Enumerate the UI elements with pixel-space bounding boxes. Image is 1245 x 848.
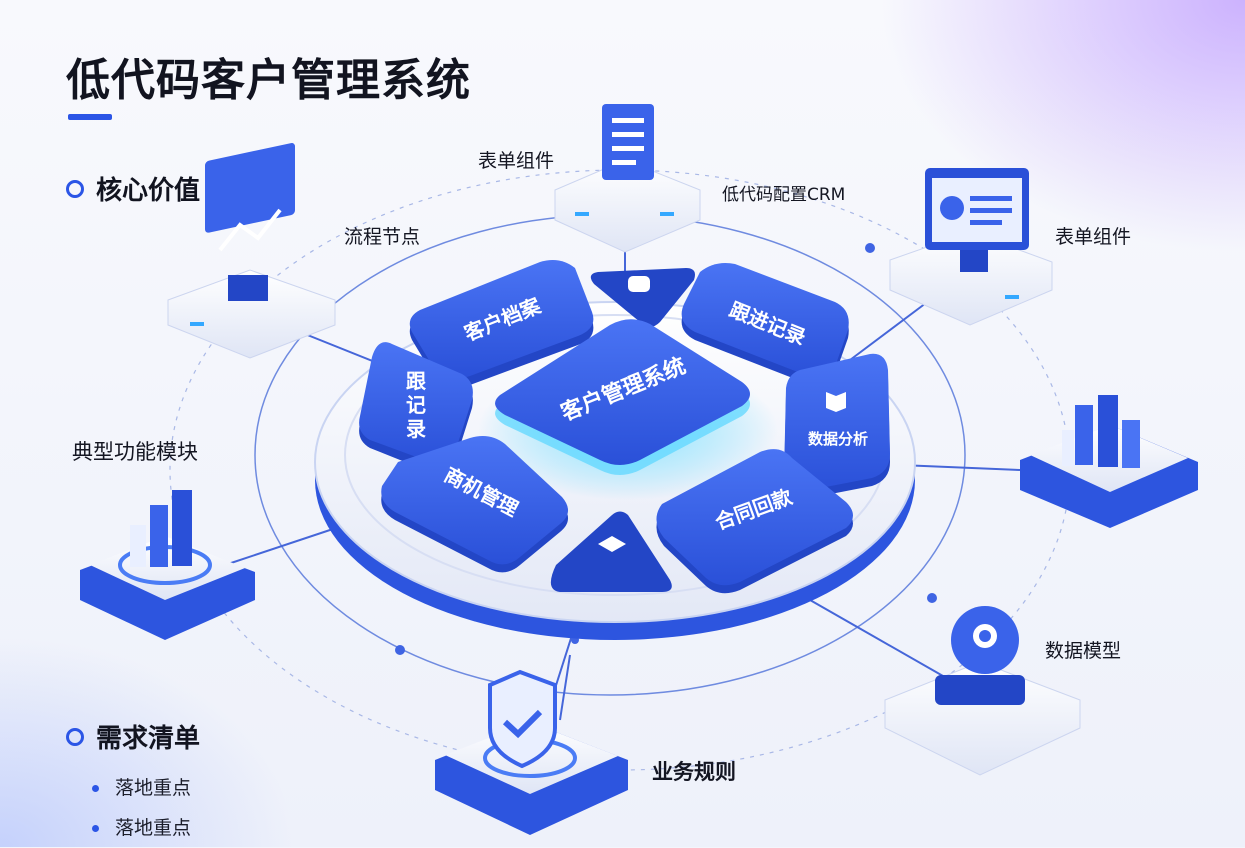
layers-icon xyxy=(598,536,626,552)
satellite-form-top[interactable] xyxy=(554,104,701,253)
cylinder-icon xyxy=(628,276,650,292)
monitor-chart-icon xyxy=(205,143,295,233)
section-core-value: 核心价值 xyxy=(66,170,200,207)
satellite-modules[interactable] xyxy=(80,490,255,640)
tile-opportunity[interactable]: 商机管理 xyxy=(381,436,569,573)
label-flow-node: 流程节点 xyxy=(344,226,421,248)
shield-check-icon xyxy=(488,669,557,769)
label-form-component-top: 表单组件 xyxy=(478,150,555,172)
list-item: 落地重点 xyxy=(92,768,191,808)
label-typical-modules: 典型功能模块 xyxy=(72,440,198,464)
tile-top-arrow xyxy=(590,268,695,327)
dot-bullet-icon xyxy=(92,784,99,792)
satellite-analytics[interactable] xyxy=(1020,395,1198,528)
book-icon xyxy=(826,392,846,412)
ring-bullet-icon xyxy=(66,179,84,198)
tile-label-follow-short-2: 记 xyxy=(406,393,426,417)
tile-data-analysis[interactable]: 数据分析 xyxy=(783,353,890,501)
list-item-label: 落地重点 xyxy=(115,777,192,799)
list-item: 落地重点 xyxy=(92,808,191,848)
label-lowcode-config-crm: 低代码配置CRM xyxy=(722,185,846,205)
requirements-list: 落地重点 落地重点 xyxy=(92,768,191,848)
tile-customer-profile[interactable]: 客户档案 xyxy=(409,260,594,388)
page-title: 低代码客户管理系统 xyxy=(66,55,471,106)
core-tile[interactable]: 客户管理系统 xyxy=(495,319,750,475)
tile-contract[interactable]: 合同回款 xyxy=(656,449,853,594)
document-icon xyxy=(602,104,654,180)
bar-chart-icon-left xyxy=(150,505,168,567)
section-requirements-label: 需求清单 xyxy=(96,724,201,754)
satellite-flow-node[interactable] xyxy=(167,142,336,359)
title-underline xyxy=(68,114,112,120)
bar-chart-icon xyxy=(1075,405,1093,465)
section-requirements: 需求清单 xyxy=(66,718,200,755)
tile-label-data-analysis: 数据分析 xyxy=(808,430,868,448)
tile-bottom-arrow xyxy=(550,511,672,592)
list-item-label: 落地重点 xyxy=(115,817,192,839)
label-form-component-right: 表单组件 xyxy=(1055,226,1132,248)
section-core-value-label: 核心价值 xyxy=(96,176,201,206)
satellite-data-model[interactable] xyxy=(884,606,1081,776)
label-data-model: 数据模型 xyxy=(1045,640,1122,662)
tile-follow-record-short[interactable]: 跟 记 录 xyxy=(359,342,473,474)
satellite-business-rules[interactable] xyxy=(435,669,628,835)
tile-label-follow-short-1: 跟 xyxy=(406,369,427,393)
label-business-rules: 业务规则 xyxy=(652,760,736,784)
satellite-form-right[interactable] xyxy=(889,168,1053,326)
tile-follow-record[interactable]: 跟进记录 xyxy=(681,263,849,386)
dot-bullet-icon xyxy=(92,824,99,832)
ring-bullet-icon xyxy=(66,727,84,746)
tile-label-follow-short-3: 录 xyxy=(406,417,426,441)
